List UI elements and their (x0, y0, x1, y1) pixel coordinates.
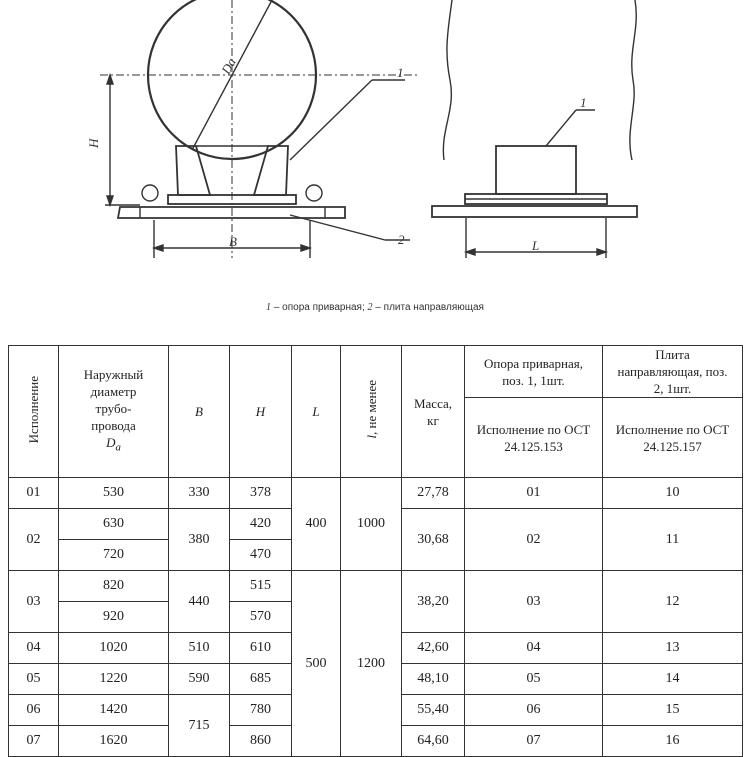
pipe-side-left (442, 0, 453, 161)
label-B: B (229, 234, 237, 249)
label-Da: Da (218, 55, 239, 77)
header-opora-sub: Исполнение по ОСТ 24.125.153 (464, 397, 603, 478)
guide-plate (116, 206, 346, 219)
table-row: 920 570 (9, 601, 743, 633)
diameter-line (191, 0, 273, 151)
header-opora: Опора приварная, поз. 1, 1шт. (464, 345, 603, 398)
header-mass: Масса, кг (401, 345, 465, 478)
table-row: 720 470 (9, 539, 743, 571)
table-row: 05 1220 590 685 48,10 05 14 (8, 663, 743, 695)
L-500: 500 (291, 570, 341, 757)
side-support (495, 145, 577, 195)
L-400: 400 (291, 477, 341, 571)
table-row: 01 530 330 378 400 1000 27,78 01 10 (8, 477, 743, 571)
figure-caption: 1 – опора приварная; 2 – плита направляю… (266, 302, 484, 313)
header-l-min: l, не менее (340, 345, 402, 478)
callout-1-left: 1 (397, 65, 404, 80)
header-ispolnenie: Исполнение (8, 345, 59, 478)
spec-table: Исполнение Наружный диаметр трубо-провод… (8, 345, 743, 757)
table-row: 03 820 440 515 500 1200 38,20 03 12 (8, 570, 743, 757)
header-B: B (168, 345, 230, 478)
pipe-side-right (629, 0, 637, 161)
roller-right (305, 184, 323, 202)
l-1200: 1200 (340, 570, 402, 757)
callout-1-right: 1 (580, 95, 587, 110)
technical-drawing: Da H B L 1 2 1 (86, 0, 638, 258)
callout-2-left: 2 (398, 232, 405, 247)
l-1000: 1000 (340, 477, 402, 571)
header-plita-sub: Исполнение по ОСТ 24.125.157 (602, 397, 743, 478)
support-base (167, 194, 297, 205)
label-H: H (86, 138, 101, 149)
label-L: L (531, 238, 539, 253)
header-L: L (291, 345, 341, 478)
roller-left (141, 184, 159, 202)
header-H: H (229, 345, 292, 478)
header-plita: Плита направляющая, поз. 2, 1шт. (602, 345, 743, 398)
